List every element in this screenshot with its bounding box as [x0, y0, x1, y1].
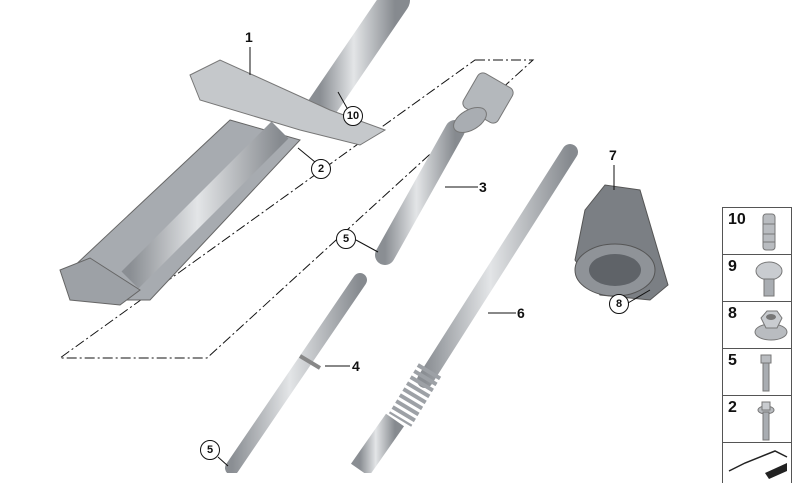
- panel-item-5[interactable]: 5: [722, 348, 792, 395]
- callout-8: 8: [609, 294, 629, 314]
- steering-column-part-1: [59, 0, 410, 306]
- callout-1: 1: [245, 29, 253, 45]
- panel-item-number: 5: [728, 352, 737, 369]
- bolt-icon: [760, 354, 772, 392]
- panel-item-10[interactable]: 10: [722, 207, 792, 254]
- flange-bolt-icon: [757, 401, 775, 441]
- shaft-part-4: [225, 273, 367, 473]
- flange-nut-icon: [754, 310, 788, 341]
- callout-10: 10: [343, 106, 363, 126]
- callout-5-upper: 5: [336, 229, 356, 249]
- parts-diagram: [58, 0, 669, 473]
- panel-item-8[interactable]: 8: [722, 301, 792, 348]
- panel-item-9[interactable]: 9: [722, 254, 792, 301]
- steering-shaft-part-6: [350, 144, 578, 473]
- small-parts-panel: 10 9 8 5 2: [722, 207, 792, 483]
- leader-lines: [217, 47, 651, 467]
- callout-2: 2: [311, 159, 331, 179]
- callout-7: 7: [609, 147, 617, 163]
- clip-nut-icon: [762, 213, 776, 251]
- panel-item-number: 10: [728, 211, 746, 228]
- panel-item-2[interactable]: 2: [722, 395, 792, 442]
- panel-item-more[interactable]: [722, 442, 792, 483]
- panel-item-number: 2: [728, 399, 737, 416]
- callout-5-lower: 5: [200, 440, 220, 460]
- torx-screw-icon: [755, 261, 783, 297]
- intermediate-shaft-part-3: [375, 72, 514, 265]
- boot-part-7: [574, 184, 669, 301]
- callout-6: 6: [517, 305, 525, 321]
- assembly-dashed-outline: [58, 59, 535, 359]
- arrow-shape-icon: [728, 450, 788, 479]
- callout-4: 4: [352, 358, 360, 374]
- panel-item-number: 8: [728, 305, 737, 322]
- callout-3: 3: [479, 179, 487, 195]
- panel-item-number: 9: [728, 258, 737, 275]
